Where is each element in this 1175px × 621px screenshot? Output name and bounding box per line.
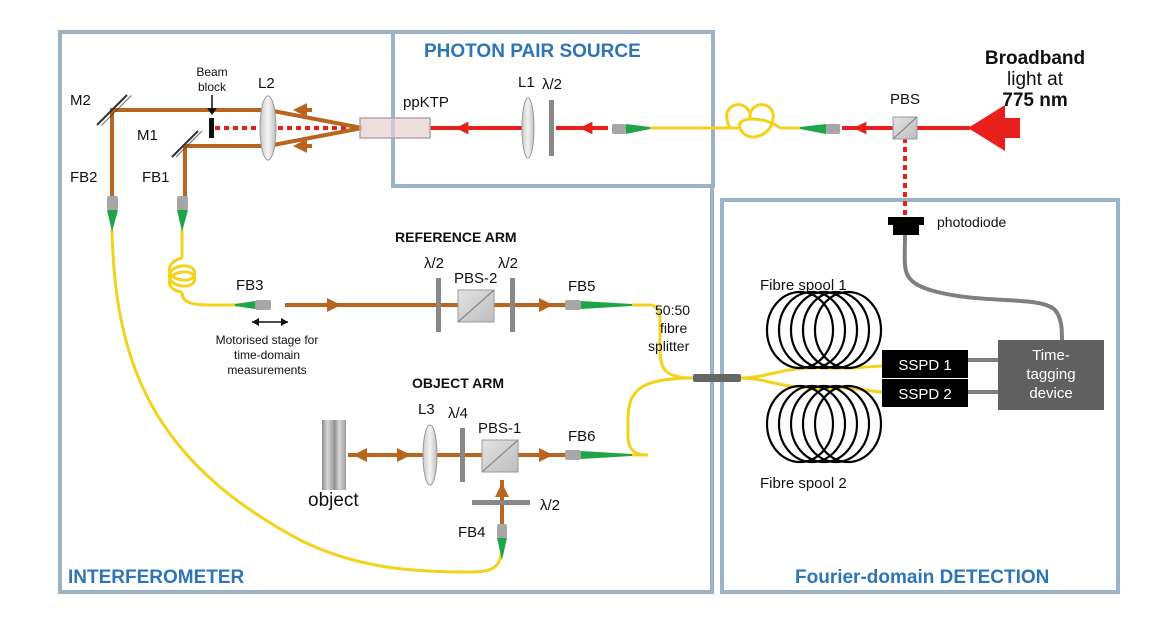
reference-arm-title: REFERENCE ARM xyxy=(395,229,517,245)
lens-l1 xyxy=(521,97,535,159)
obj-half-wave-plate xyxy=(472,500,530,505)
downconversion-cone xyxy=(267,108,363,148)
object-arm-title: OBJECT ARM xyxy=(412,375,504,391)
fb1-coil xyxy=(167,256,197,294)
photodiode-label: photodiode xyxy=(937,214,1007,230)
fb3-label: FB3 xyxy=(236,277,264,294)
obj-half-wave-label: λ/2 xyxy=(540,497,560,514)
fb5-label: FB5 xyxy=(568,278,596,295)
lens-l3-label: L3 xyxy=(418,401,435,418)
obj-quarter-wave-label: λ/4 xyxy=(448,405,468,422)
interferometer-panel xyxy=(58,30,714,594)
object-sample xyxy=(322,420,346,490)
beam-block-label-1: Beam xyxy=(196,65,227,79)
fb4-coupler xyxy=(497,524,507,560)
fb1-label: FB1 xyxy=(142,169,170,186)
mirror-m2-label: M2 xyxy=(70,92,91,109)
photon-pair-source-title: PHOTON PAIR SOURCE xyxy=(424,41,641,62)
broadband-input-arrow xyxy=(968,105,1020,151)
broadband-label-3: 775 nm xyxy=(1002,90,1067,111)
time-tagging-label-2: tagging xyxy=(1026,366,1075,383)
broadband-label-1: Broadband xyxy=(985,48,1085,69)
pump-beam xyxy=(215,105,1020,215)
source-pbs-label: PBS xyxy=(890,91,920,108)
ppktp-label: ppKTP xyxy=(403,94,449,111)
fb5-coupler xyxy=(565,300,632,310)
splitter-to-sspd2 xyxy=(739,376,883,394)
lens-l2-label: L2 xyxy=(258,75,275,92)
ref-half-wave-plate-1 xyxy=(436,278,441,332)
source-connector-left xyxy=(612,124,650,134)
fb1-to-fb3 xyxy=(180,291,255,307)
photodiode-body xyxy=(893,225,919,235)
broadband-label-2: light at xyxy=(1007,69,1064,90)
mirror-m1-label: M1 xyxy=(137,127,158,144)
ref-pbs-2-label: PBS-2 xyxy=(454,270,497,287)
fibre-spool-1-label: Fibre spool 1 xyxy=(760,277,847,294)
time-tagging-device xyxy=(998,340,1104,410)
fb2-coupler xyxy=(107,196,118,232)
sspd-2-label: SSPD 2 xyxy=(898,386,951,403)
beam-block-label-2: block xyxy=(198,80,227,94)
sspd-2-box xyxy=(882,379,968,407)
source-half-wave-label: λ/2 xyxy=(542,76,562,93)
mirror-m1 xyxy=(171,129,204,159)
fb3-coupler xyxy=(235,300,271,310)
object-label: object xyxy=(308,490,359,511)
photodiode xyxy=(888,217,924,225)
splitter-label-3: splitter xyxy=(648,338,690,354)
photon-pair-source-panel xyxy=(391,30,715,188)
ppktp-crystal xyxy=(359,117,431,139)
source-half-wave-plate xyxy=(549,100,554,156)
lens-l2 xyxy=(259,95,277,161)
time-tagging-label-3: device xyxy=(1029,385,1072,402)
mirror-m2 xyxy=(96,93,133,127)
splitter-label-1: 50:50 xyxy=(655,302,690,318)
fibre-splitter xyxy=(693,374,741,382)
obj-pbs-1-label: PBS-1 xyxy=(478,420,521,437)
ref-half-wave-1-label: λ/2 xyxy=(424,255,444,272)
detector-cables xyxy=(902,234,1064,394)
fb6-coupler xyxy=(565,450,632,460)
fibres xyxy=(110,103,883,574)
photodiode-cable xyxy=(902,234,1064,343)
fibre-spool-2 xyxy=(765,384,883,464)
interferometer-title: INTERFEROMETER xyxy=(68,567,245,588)
ref-half-wave-plate-2 xyxy=(510,278,515,332)
time-tagging-label-1: Time- xyxy=(1032,347,1070,364)
sspd-1-box xyxy=(882,350,968,378)
fb5-to-splitter xyxy=(632,303,696,380)
ref-half-wave-2-label: λ/2 xyxy=(498,255,518,272)
stage-label-2: time-domain xyxy=(234,348,300,362)
obj-quarter-wave-plate xyxy=(460,428,465,482)
fb1-coupler xyxy=(177,196,188,232)
stage-label-1: Motorised stage for xyxy=(216,333,319,347)
fb6-to-splitter xyxy=(626,376,696,457)
fb6-label: FB6 xyxy=(568,428,596,445)
fb2-label: FB2 xyxy=(70,169,98,186)
fb4-label: FB4 xyxy=(458,524,486,541)
source-fibre-loops xyxy=(725,103,781,139)
fibre-spool-2-label: Fibre spool 2 xyxy=(760,475,847,492)
lens-l3 xyxy=(422,424,438,486)
detection-title: Fourier-domain DETECTION xyxy=(795,567,1049,588)
sspd-1-label: SSPD 1 xyxy=(898,357,951,374)
beam-block xyxy=(209,118,214,138)
lens-l1-label: L1 xyxy=(518,74,535,91)
fb2-to-fb4 xyxy=(110,229,504,574)
splitter-label-2: fibre xyxy=(660,320,687,336)
fibre-spool-1 xyxy=(765,290,883,370)
source-connector-right xyxy=(800,124,840,134)
stage-label-3: measurements xyxy=(227,363,306,377)
